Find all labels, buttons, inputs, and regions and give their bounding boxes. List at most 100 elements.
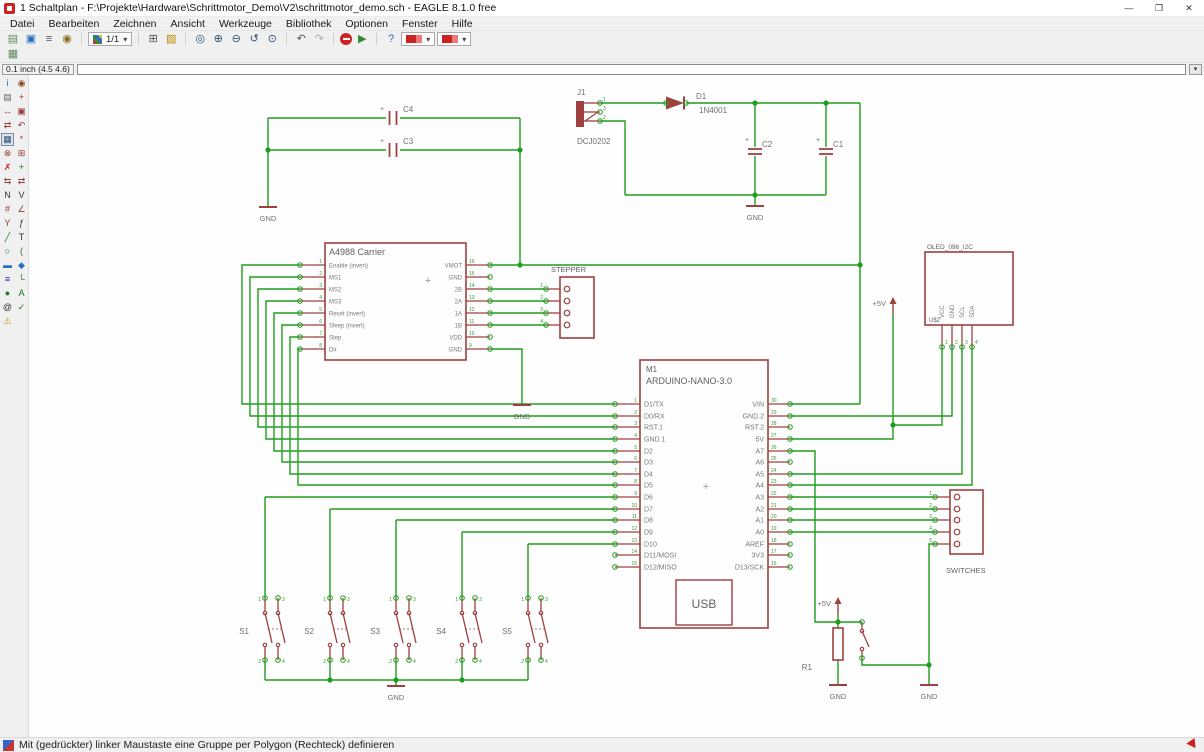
menu-zeichnen[interactable]: Zeichnen (106, 18, 163, 30)
save-icon[interactable]: ▣ (23, 32, 39, 47)
move-tool[interactable]: ↔ (1, 105, 14, 118)
zoom-redraw-icon[interactable]: ↺ (246, 32, 262, 47)
svg-text:D1: D1 (696, 92, 707, 101)
delete-tool[interactable]: ✗ (1, 161, 14, 174)
rotate-tool[interactable]: ↶ (15, 119, 28, 132)
bus-tool[interactable]: ≡ (1, 273, 14, 286)
zoom-select-icon[interactable]: ⊙ (264, 32, 280, 47)
component-switches-connector[interactable]: SWITCHES12345 (929, 490, 985, 575)
sheet-thumbnails-icon[interactable]: ▦ (5, 47, 21, 62)
component-stepper-connector[interactable]: STEPPER1234 (540, 265, 594, 338)
label-tool[interactable]: A (15, 287, 28, 300)
power-symbols[interactable]: +5V+5V (817, 297, 896, 615)
change-tool[interactable]: * (15, 133, 28, 146)
attribute-tool[interactable]: @ (1, 301, 14, 314)
info-tool[interactable]: i (1, 77, 14, 90)
menu-datei[interactable]: Datei (3, 18, 42, 30)
menu-fenster[interactable]: Fenster (395, 18, 445, 30)
undo-icon[interactable]: ↶ (293, 32, 309, 47)
circle-tool[interactable]: ○ (1, 245, 14, 258)
maximize-button[interactable]: ❐ (1144, 0, 1174, 16)
command-history-dropdown[interactable]: ▾ (1189, 64, 1202, 75)
svg-text:RST.1: RST.1 (644, 425, 663, 432)
svg-text:+: + (380, 106, 384, 113)
component-switch-s2[interactable]: 1234 (323, 596, 350, 665)
paste-tool[interactable]: ⊞ (15, 147, 28, 160)
sheets-icon[interactable]: ▤ (5, 32, 21, 47)
schematic-canvas[interactable]: A4988 CarrierEnable (invert)1MS12MS23MS3… (29, 75, 1204, 737)
svg-text:Enable (invert): Enable (invert) (329, 264, 368, 270)
text-tool[interactable]: T (15, 231, 28, 244)
mirror-tool[interactable]: ⇄ (1, 119, 14, 132)
arc-tool[interactable]: ( (15, 245, 28, 258)
net-tool[interactable]: └ (15, 273, 28, 286)
wire-tool[interactable]: ╱ (1, 231, 14, 244)
menu-optionen[interactable]: Optionen (338, 18, 395, 30)
component-dc-jack-j1[interactable]: 132 (576, 97, 606, 127)
invoke-tool[interactable]: ƒ (15, 217, 28, 230)
redo-icon[interactable]: ↷ (311, 32, 327, 47)
junction-tool[interactable]: ● (1, 287, 14, 300)
miter-tool[interactable]: ∠ (15, 203, 28, 216)
display-layers-tool[interactable]: ▤ (1, 91, 14, 104)
zoom-in-icon[interactable]: ⊕ (210, 32, 226, 47)
replace-tool[interactable]: ⇄ (15, 175, 28, 188)
svg-text:16: 16 (771, 561, 777, 567)
cam-processor-icon[interactable]: ◉ (59, 32, 75, 47)
component-oled-module[interactable]: OLED_096_I2CU$2VCC1GND2SCL3SDA4 (925, 244, 1013, 349)
errors-tool[interactable]: ⚠ (1, 315, 14, 328)
svg-text:+5V: +5V (817, 599, 831, 608)
show-tool[interactable]: ◉ (15, 77, 28, 90)
component-cap-c2[interactable] (748, 149, 762, 154)
menu-werkzeuge[interactable]: Werkzeuge (212, 18, 279, 30)
svg-text:4: 4 (975, 340, 978, 346)
smash-tool[interactable]: # (1, 203, 14, 216)
component-switch-s6[interactable] (860, 620, 869, 661)
component-resistor-r1[interactable] (833, 628, 843, 660)
vendor-logo-b-dropdown[interactable]: ▾ (437, 32, 471, 46)
component-cap-c4[interactable] (390, 111, 397, 125)
component-switch-s3[interactable]: 1234 (389, 596, 416, 665)
group-tool[interactable]: ▦ (1, 133, 14, 146)
menu-ansicht[interactable]: Ansicht (164, 18, 212, 30)
zoom-out-icon[interactable]: ⊖ (228, 32, 244, 47)
zoom-fit-icon[interactable]: ◎ (192, 32, 208, 47)
grid-icon[interactable]: ⊞ (145, 32, 161, 47)
polygon-tool[interactable]: ◆ (15, 259, 28, 272)
component-arduino-nano[interactable]: ARDUINO-NANO-3.0M1D1/TX1D0/RX2RST.13GND.… (613, 360, 793, 628)
menu-bearbeiten[interactable]: Bearbeiten (42, 18, 107, 30)
split-tool[interactable]: Y (1, 217, 14, 230)
help-icon[interactable]: ? (383, 32, 399, 47)
component-cap-c1[interactable] (819, 149, 833, 154)
component-switch-s1[interactable]: 1234 (258, 596, 285, 665)
pinswap-tool[interactable]: ⇆ (1, 175, 14, 188)
component-switch-s4[interactable]: 1234 (455, 596, 482, 665)
layer-dropdown[interactable]: 1/1▾ (88, 32, 132, 46)
minimize-button[interactable]: — (1114, 0, 1144, 16)
menu-bibliothek[interactable]: Bibliothek (279, 18, 339, 30)
value-tool[interactable]: V (15, 189, 28, 202)
command-line-input[interactable] (77, 64, 1186, 75)
mark-tool[interactable]: + (15, 91, 28, 104)
appearance-icon[interactable]: ▨ (163, 32, 179, 47)
nets-layer[interactable] (242, 100, 972, 686)
add-tool[interactable]: + (15, 161, 28, 174)
component-a4988-carrier[interactable]: A4988 CarrierEnable (invert)1MS12MS23MS3… (298, 243, 493, 360)
name-tool[interactable]: N (1, 189, 14, 202)
erc-tool[interactable]: ✓ (15, 301, 28, 314)
svg-text:1A: 1A (455, 312, 462, 318)
canvas-area[interactable]: A4988 CarrierEnable (invert)1MS12MS23MS3… (29, 75, 1204, 737)
vendor-logo-a-dropdown[interactable]: ▾ (401, 32, 435, 46)
rect-tool[interactable]: ▬ (1, 259, 14, 272)
close-button[interactable]: ✕ (1174, 0, 1204, 16)
component-cap-c3[interactable] (390, 143, 397, 157)
cut-tool[interactable]: ⊗ (1, 147, 14, 160)
menu-hilfe[interactable]: Hilfe (445, 18, 480, 30)
go-icon[interactable]: ▶ (354, 32, 370, 47)
stop-icon[interactable] (340, 33, 352, 45)
component-switch-s5[interactable]: 1234 (521, 596, 548, 665)
print-icon[interactable]: ≡ (41, 32, 57, 47)
component-diode-d1[interactable] (664, 97, 689, 110)
copy-tool[interactable]: ▣ (15, 105, 28, 118)
